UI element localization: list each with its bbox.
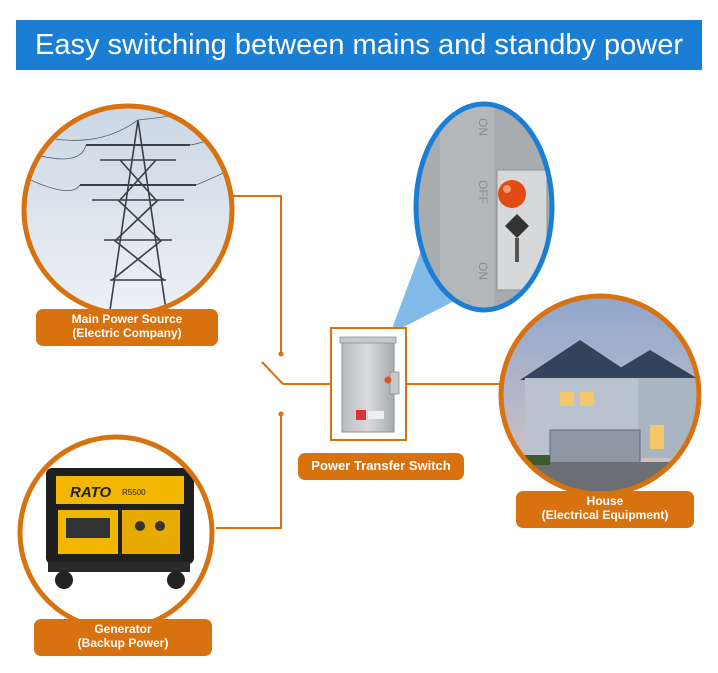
connector-lines: [216, 195, 500, 529]
mains-line: [232, 195, 282, 352]
switch-zoom-image: ON OFF ON: [413, 101, 555, 313]
house-line1: House: [586, 494, 624, 508]
label-house: House (Electrical Equipment): [516, 491, 694, 528]
generator-line2: (Backup Power): [77, 636, 169, 650]
tower-image: [21, 103, 235, 317]
generator-line: [216, 414, 282, 529]
transfer-switch-image: [330, 327, 407, 441]
contact-bottom: [278, 411, 284, 417]
generator-image: RATO R5500: [17, 434, 215, 632]
house-image: [498, 293, 702, 497]
main-power-line1: Main Power Source: [71, 312, 183, 326]
generator-line1: Generator: [94, 622, 152, 636]
label-transfer-switch: Power Transfer Switch: [298, 453, 464, 480]
zoom-label-on-bottom: ON: [476, 262, 490, 280]
zoom-callout: [390, 248, 460, 334]
label-generator: Generator (Backup Power): [34, 619, 212, 656]
title-banner: Easy switching between mains and standby…: [16, 20, 702, 70]
zoom-label-on-top: ON: [476, 118, 490, 136]
label-main-power: Main Power Source (Electric Company): [36, 309, 218, 346]
main-power-line2: (Electric Company): [72, 326, 182, 340]
banner-title: Easy switching between mains and standby…: [34, 29, 684, 61]
switch-blade: [261, 361, 284, 385]
house-line2: (Electrical Equipment): [541, 508, 669, 522]
generator-brand: RATO: [70, 484, 111, 501]
contact-top: [278, 351, 284, 357]
generator-model: R5500: [122, 488, 146, 497]
transfer-switch-text: Power Transfer Switch: [311, 458, 451, 473]
zoom-label-off: OFF: [476, 180, 490, 204]
